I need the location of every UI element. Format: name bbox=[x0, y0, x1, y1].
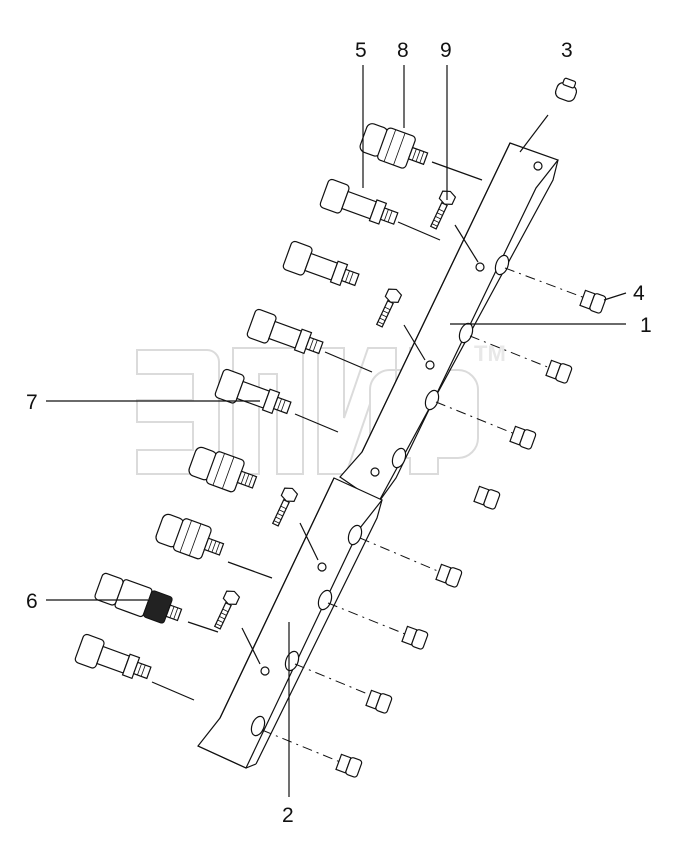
callout-5: 5 bbox=[355, 39, 367, 62]
top-plug bbox=[554, 77, 578, 102]
plug-parts bbox=[335, 289, 607, 778]
callout-6: 6 bbox=[26, 590, 38, 613]
callout-8: 8 bbox=[397, 39, 409, 62]
plug-centerlines bbox=[261, 114, 586, 765]
callout-1: 1 bbox=[640, 314, 652, 337]
callout-2: 2 bbox=[282, 804, 294, 827]
leader-lines bbox=[46, 65, 627, 797]
callout-3: 3 bbox=[561, 39, 573, 62]
bolts bbox=[213, 190, 479, 665]
rail-lower bbox=[197, 477, 383, 769]
callout-9: 9 bbox=[440, 39, 452, 62]
callout-labels: 5 8 9 3 4 1 7 6 2 bbox=[26, 39, 652, 827]
callout-4: 4 bbox=[633, 282, 645, 305]
callout-7: 7 bbox=[26, 391, 38, 414]
rail-upper bbox=[339, 142, 559, 504]
sensors bbox=[74, 123, 483, 701]
watermark-tm: TM bbox=[474, 341, 506, 366]
